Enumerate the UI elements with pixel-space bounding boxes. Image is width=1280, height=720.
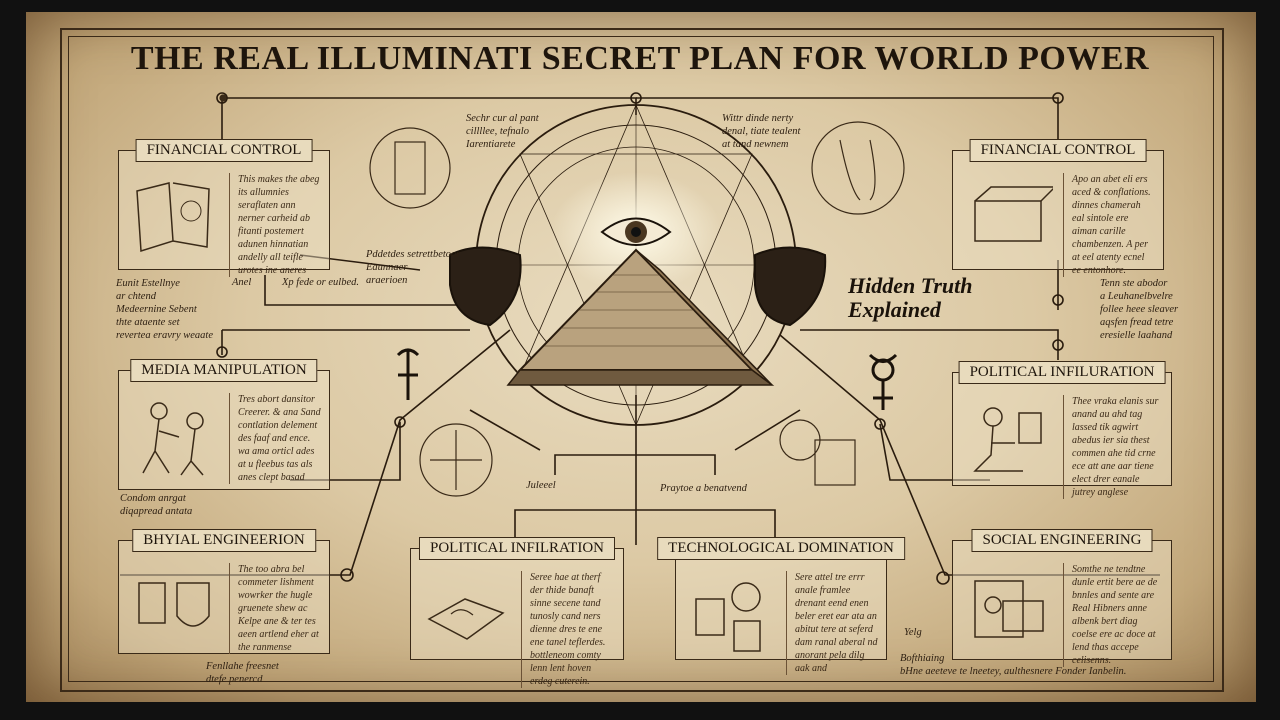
panel-body: This makes the abeg its allumnies serafl… [229,173,321,277]
note-condom: Condom anrgat diqapread antata [120,493,193,517]
panel-bhyial-engineerion: BHYIAL ENGINEERION The too abra bel comm… [118,529,330,654]
panel-technological-domination: TECHNOLOGICAL DOMINATION Sere attel tre … [657,537,905,675]
panel-heading: BHYIAL ENGINEERION [132,529,316,552]
note-signature: Yelg [904,627,922,638]
panel-heading: POLITICAL INFILURATION [958,361,1166,384]
panel-body: The too abra bel commeter lishment wowrk… [229,563,321,654]
poster-title: THE REAL ILLUMINATI SECRET PLAN FOR WORL… [130,40,1150,77]
note-praytoe: Praytoe a benatvend [660,483,747,494]
panel-body: Thee vraka elanis sur anand au ahd tag l… [1063,395,1163,499]
panel-body: Apo an abet eli ers aced & conflations. … [1063,173,1155,277]
panel-heading: MEDIA MANIPULATION [130,359,318,382]
note-anel: Anel [232,277,252,288]
panel-social-engineering: SOCIAL ENGINEERING Somthe ne tendtne dun… [952,529,1172,667]
note-bottom-left: Fenllahe freesnet dtefe penercd [206,661,279,685]
panel-body: Seree hae at therf der thide banaft sinn… [521,571,615,688]
panel-heading: POLITICAL INFILRATION [418,537,616,560]
note-xp: Xp fede or eulbed. [282,277,359,288]
note-top-right: Wittr dinde nerty denal, tiate tealent a… [722,113,801,150]
hidden-truth-label: Hidden Truth Explained [848,273,973,322]
note-left-margin: Eunit Estellnye ar chtend Medeernine Seb… [116,278,213,341]
note-right-margin: Tenn ste abodor a Leuhanelbvelre follee … [1100,278,1179,341]
panel-body: Tres abort dansitor Creerer. & ana Sand … [229,393,321,484]
panel-financial-control-right: FINANCIAL CONTROL Apo an abet eli ers ac… [952,139,1164,277]
outer-border [60,28,1224,692]
panel-political-infiluration: POLITICAL INFILURATION Thee vraka elanis… [952,361,1172,499]
printing-press-icon [974,580,1044,638]
note-bottom-right: Bofthiaing bHne aeeteve te lneetey, ault… [900,653,1127,677]
pyramid-icon [506,248,775,386]
note-left-center: Pddetdes setrettbetoor Eaunnaer araerioe… [366,249,461,286]
panel-financial-control-left: FINANCIAL CONTROL This makes the abeg it… [118,139,330,277]
treasure-chest-icon [974,186,1053,242]
panel-body: Sere attel tre errr anale framlee drenan… [786,571,878,675]
panel-heading: FINANCIAL CONTROL [969,139,1147,162]
shield-scroll-icon [138,582,210,627]
panel-heading: TECHNOLOGICAL DOMINATION [657,537,905,560]
note-top-left: Sechr cur al pant cillllee, tefnalo Iare… [466,113,539,150]
ledger-book-icon [136,182,210,252]
panel-body: Somthe ne tendtne dunle ertit bere ae de… [1063,563,1163,667]
seated-figure-icon [973,407,1042,472]
all-seeing-eye-icon [600,217,672,246]
open-book-icon [427,598,505,640]
figures-sketch-icon [142,402,204,476]
panel-heading: FINANCIAL CONTROL [135,139,313,162]
panel-political-infilration: POLITICAL INFILRATION Seree hae at therf… [410,537,624,688]
panel-media-manipulation: MEDIA MANIPULATION Tres abort dansitor C… [118,359,330,490]
panel-heading: SOCIAL ENGINEERING [971,529,1153,552]
alchemy-symbol-icon [396,348,898,410]
inner-border [68,36,1214,682]
note-juleeel: Juleeel [526,480,556,491]
machine-sketch-icon [695,582,761,652]
